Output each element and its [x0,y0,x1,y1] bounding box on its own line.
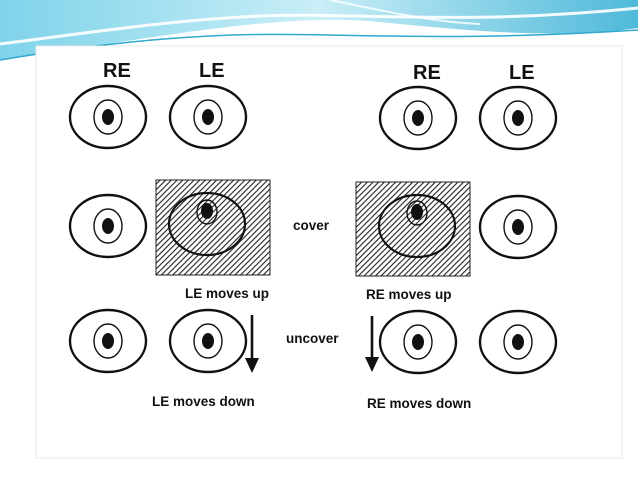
left-le-label: LE [199,60,225,82]
right-row3-left-eye [478,309,558,375]
uncover-label: uncover [286,331,339,346]
left-re-label: RE [103,60,131,82]
right-row1-left-eye [478,85,558,151]
left-row3-right-eye [68,308,148,374]
right-moves-down-label: RE moves down [367,396,472,411]
left-row3-left-eye [168,308,248,374]
right-re-label: RE [413,62,441,84]
left-down-arrow [245,315,259,373]
right-row3-right-eye [378,309,458,375]
left-moves-up-label: LE moves up [185,286,270,301]
left-cover-occluder [155,179,271,276]
right-moves-up-label: RE moves up [366,287,452,302]
right-cover-occluder [355,181,471,277]
right-le-label: LE [509,62,535,84]
left-row2-right-eye [68,193,148,259]
left-row1-right-eye [68,84,148,150]
right-row2-left-eye [478,194,558,260]
cover-label: cover [293,218,330,233]
right-row1-right-eye [378,85,458,151]
left-moves-down-label: LE moves down [152,394,255,409]
right-down-arrow [365,316,379,372]
left-row1-left-eye [168,84,248,150]
